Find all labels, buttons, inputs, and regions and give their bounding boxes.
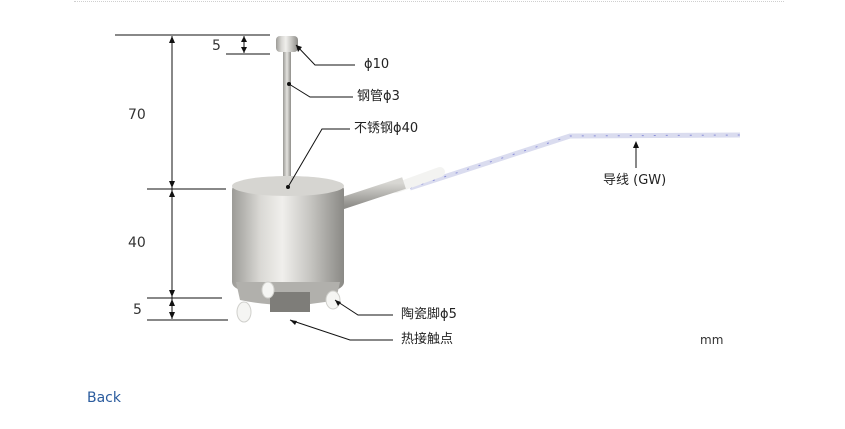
sensor-diagram: 5 70 40 5 ϕ10 钢管ϕ3 不锈钢ϕ40 导线 (GW) 陶瓷脚ϕ5 …	[115, 34, 741, 347]
dimension-cap-height: 5	[212, 38, 221, 54]
leader-lines	[287, 44, 637, 341]
top-divider	[74, 1, 784, 2]
back-link[interactable]: Back	[87, 390, 121, 406]
callout-lead-wire: 导线 (GW)	[603, 173, 667, 188]
dimension-arrows	[169, 36, 247, 319]
callout-steel-tube: 钢管ϕ3	[357, 89, 400, 104]
dimension-lines	[115, 34, 270, 321]
unit-label: mm	[700, 333, 724, 347]
callout-ceramic-pins: 陶瓷脚ϕ5	[401, 307, 457, 322]
sensor-drawing	[115, 34, 741, 341]
callout-hot-junction: 热接触点	[401, 332, 454, 347]
dimension-pin-height: 5	[133, 302, 142, 318]
callout-stainless-body: 不锈钢ϕ40	[354, 121, 419, 136]
dimension-body-height: 40	[128, 235, 146, 251]
dimension-tube-length: 70	[128, 107, 146, 123]
callout-cap-diameter: ϕ10	[364, 57, 390, 72]
